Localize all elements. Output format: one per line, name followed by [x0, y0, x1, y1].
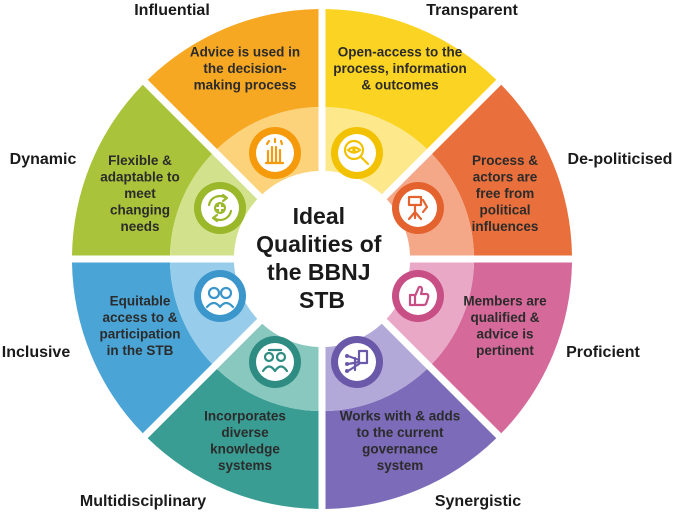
quality-label: De-politicised [568, 151, 673, 168]
segment-description-line: the decision- [203, 61, 286, 76]
quality-label: Dynamic [10, 151, 77, 168]
quality-label: Synergistic [435, 493, 521, 510]
segment-description-line: & outcomes [361, 78, 438, 93]
quality-label: Multidisciplinary [80, 493, 206, 510]
center-title-line: Qualities of [256, 231, 382, 257]
segment-description-line: advice is [476, 326, 533, 341]
quality-label: Transparent [426, 2, 518, 19]
quality-label: Proficient [566, 344, 640, 361]
segment-description-line: to the current [356, 425, 444, 440]
quality-label: Inclusive [2, 344, 71, 361]
segment-outer-band [147, 9, 319, 150]
segment-description-line: Flexible & [108, 153, 172, 168]
segment-description-line: Equitable [110, 293, 171, 308]
segment-description-line: actors are [473, 170, 538, 185]
segment-description-line: qualified & [470, 310, 539, 325]
segment-outer-band [325, 9, 497, 150]
segment-description-line: adaptable to [100, 170, 180, 185]
segment-description-line: Works with & adds [340, 408, 461, 423]
segment-outer-band [147, 368, 319, 509]
people-network-icon [249, 336, 301, 388]
segment-description-line: Advice is used in [190, 45, 300, 60]
segment-description-line: participation [99, 326, 180, 341]
segment-description-line: in the STB [107, 343, 174, 358]
network-icon [331, 336, 383, 388]
segment-description-line: meet [124, 186, 156, 201]
segment-description-line: influences [472, 219, 539, 234]
magnifier-eye-icon [331, 127, 383, 179]
segment-description-line: making process [194, 78, 297, 93]
segment-description-line: needs [120, 219, 159, 234]
segment-description: Equitable access to &participation in the … [99, 293, 180, 358]
segment-description-line: process, information [333, 61, 467, 76]
diverse-people-icon [194, 270, 246, 322]
segment-description-line: Members are [463, 293, 547, 308]
hand-raising-icon [249, 127, 301, 179]
center-title: Ideal Qualities of the BBNJ STB [256, 203, 388, 313]
center-title-line: Ideal [293, 203, 345, 229]
segment-outer-band [72, 262, 213, 434]
segment-description-line: governance [362, 441, 438, 456]
segment-description-line: access to & [102, 310, 177, 325]
segment-description-line: system [377, 458, 424, 473]
segment-description-line: changing [110, 203, 170, 218]
segment-outer-band [72, 84, 213, 256]
segment-description-line: political [479, 203, 530, 218]
center-circle [234, 171, 410, 347]
center-title-line: STB [299, 287, 345, 313]
segment-description-line: Incorporates [204, 408, 286, 423]
cycle-plus-icon [194, 182, 246, 234]
segment-outer-band [325, 368, 497, 509]
segment-description-line: diverse [221, 425, 269, 440]
segment-description-line: free from [476, 186, 535, 201]
thumbs-up-icon [392, 270, 444, 322]
segment-description: Members are qualified &advice is pertinent [463, 293, 547, 358]
segment-outer-band [431, 84, 572, 256]
protest-hands-icon [392, 182, 444, 234]
segment-description-line: systems [218, 458, 272, 473]
segment-description-line: Open-access to the [338, 45, 463, 60]
quality-label: Influential [134, 2, 210, 19]
segment-description-line: Process & [472, 153, 538, 168]
segment-description-line: pertinent [476, 343, 534, 358]
segment-description-line: knowledge [210, 441, 280, 456]
segment-outer-band [431, 262, 572, 434]
center-title-line: the BBNJ [267, 259, 371, 285]
segment-icons [194, 127, 444, 388]
